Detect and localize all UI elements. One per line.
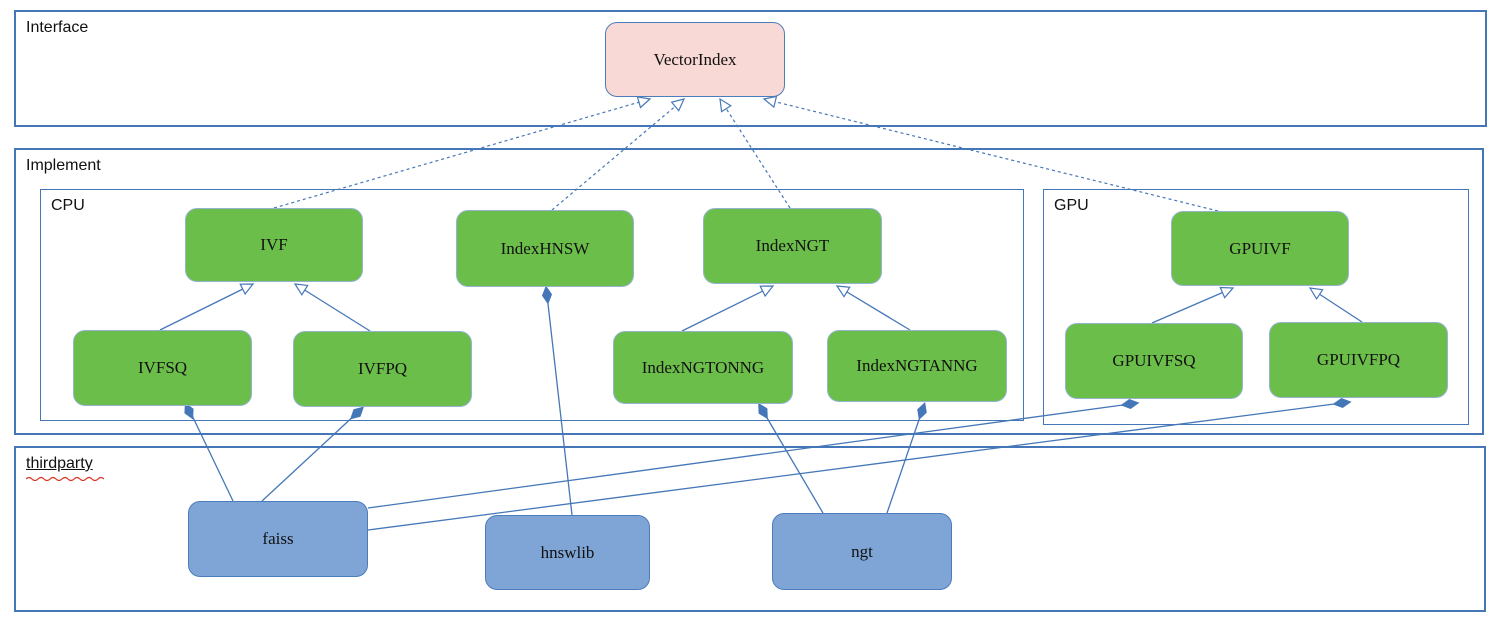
edge-faiss-ivfsq bbox=[184, 402, 234, 502]
container-gpu-label: GPU bbox=[1054, 197, 1089, 214]
container-implement[interactable]: Implement bbox=[14, 148, 1484, 435]
container-cpu-label: CPU bbox=[51, 197, 85, 214]
edge-ivf-vectorindex bbox=[273, 96, 652, 209]
node-ivf-label: IVF bbox=[260, 235, 288, 254]
container-thirdparty-label: thirdparty bbox=[26, 455, 93, 472]
edge-gpuivf-vectorindex bbox=[762, 95, 1219, 212]
node-hnswlib[interactable]: hnswlib bbox=[485, 515, 650, 590]
edge-ngt-indexngtonng bbox=[758, 402, 824, 514]
container-implement-label: Implement bbox=[26, 157, 101, 174]
node-gpuivfsq-label: GPUIVFSQ bbox=[1112, 351, 1196, 370]
node-indexngtonng-label: IndexNGTONNG bbox=[641, 357, 765, 377]
container-cpu[interactable]: CPU bbox=[40, 189, 1024, 421]
node-gpuivf[interactable]: GPUIVF bbox=[1171, 211, 1349, 286]
container-gpu[interactable]: GPU bbox=[1043, 189, 1469, 425]
spellcheck-squiggle-icon bbox=[26, 476, 104, 481]
edge-indexhnsw-vectorindex bbox=[551, 98, 686, 211]
node-gpuivfpq-label: GPUIVFPQ bbox=[1316, 350, 1401, 369]
edge-faiss-ivfpq bbox=[261, 406, 365, 502]
node-vectorindex-label: VectorIndex bbox=[653, 49, 737, 69]
edge-indexngtanng-indexngt bbox=[835, 285, 911, 331]
edge-ivfpq-ivf bbox=[293, 283, 371, 332]
container-interface[interactable]: Interface bbox=[14, 10, 1487, 127]
node-vectorindex[interactable]: VectorIndex bbox=[605, 22, 785, 97]
edge-indexngtonng-indexngt bbox=[681, 285, 775, 332]
node-faiss-label: faiss bbox=[262, 529, 294, 548]
node-ivfsq-label: IVFSQ bbox=[137, 358, 188, 377]
node-indexhnsw-label: IndexHNSW bbox=[500, 238, 590, 258]
edge-ivfsq-ivf bbox=[159, 283, 255, 331]
container-thirdparty[interactable]: thirdparty bbox=[14, 446, 1486, 612]
node-gpuivf-label: GPUIVF bbox=[1229, 238, 1291, 258]
node-indexngtanng-label: IndexNGTANNG bbox=[856, 356, 978, 375]
node-ivfsq[interactable]: IVFSQ bbox=[73, 330, 252, 406]
edge-indexngt-vectorindex bbox=[719, 97, 791, 209]
node-indexngtanng[interactable]: IndexNGTANNG bbox=[827, 330, 1007, 402]
node-faiss[interactable]: faiss bbox=[188, 501, 368, 577]
edge-hnswlib-indexhnsw bbox=[541, 285, 573, 516]
node-hnswlib-label: hnswlib bbox=[540, 542, 595, 562]
node-ngt[interactable]: ngt bbox=[772, 513, 952, 590]
node-gpuivfpq[interactable]: GPUIVFPQ bbox=[1269, 322, 1448, 398]
node-ivf[interactable]: IVF bbox=[185, 208, 363, 282]
container-interface-label: Interface bbox=[26, 19, 89, 36]
edge-ngt-indexngtanng bbox=[886, 401, 927, 514]
node-gpuivfsq[interactable]: GPUIVFSQ bbox=[1065, 323, 1243, 399]
node-ivfpq[interactable]: IVFPQ bbox=[293, 331, 472, 407]
node-indexngtonng[interactable]: IndexNGTONNG bbox=[613, 331, 793, 404]
node-indexhnsw[interactable]: IndexHNSW bbox=[456, 210, 634, 287]
node-indexngt-label: IndexNGT bbox=[755, 236, 830, 255]
edge-faiss-gpuivfsq bbox=[367, 398, 1140, 509]
node-ivfpq-label: IVFPQ bbox=[357, 359, 408, 378]
node-indexngt[interactable]: IndexNGT bbox=[703, 208, 882, 284]
node-ngt-label: ngt bbox=[851, 541, 873, 561]
edge-gpuivfpq-gpuivf bbox=[1308, 287, 1363, 323]
edge-gpuivfsq-gpuivf bbox=[1151, 286, 1235, 324]
edge-faiss-gpuivfpq bbox=[367, 397, 1352, 531]
